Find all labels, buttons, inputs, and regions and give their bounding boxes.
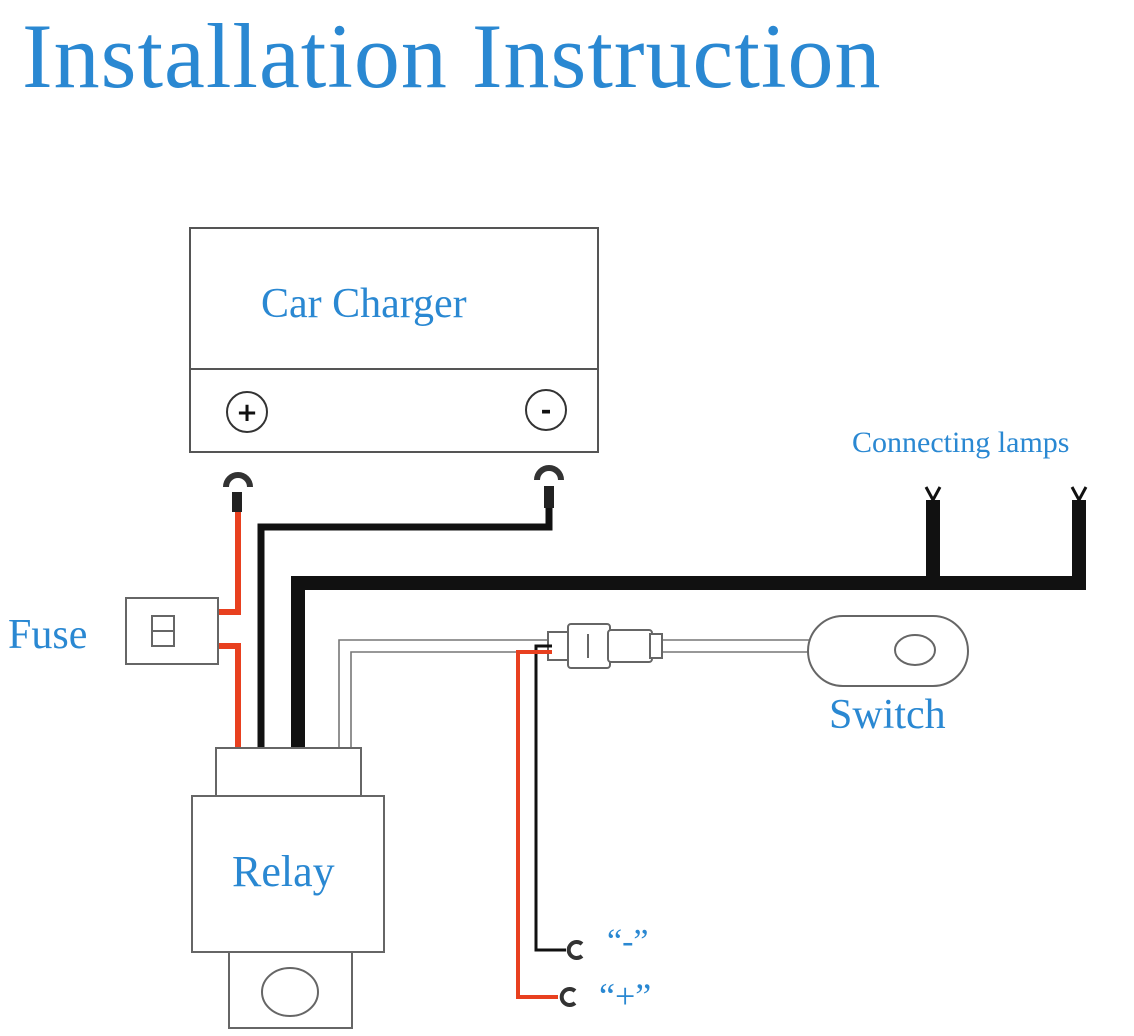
fuse-label: Fuse <box>8 612 88 658</box>
connecting-lamps-label: Connecting lamps <box>852 426 1070 459</box>
negative-lead-label: “-” <box>607 923 649 960</box>
positive-terminal-symbol: + <box>236 398 258 428</box>
switch-icon <box>807 615 969 687</box>
lamp-output-wire <box>291 500 1086 748</box>
switch-label: Switch <box>829 692 946 738</box>
negative-terminal-symbol: - <box>541 396 552 426</box>
relay-box <box>191 747 385 1029</box>
switch-connector-icon <box>547 623 663 669</box>
positive-terminal-icon: + <box>226 391 268 433</box>
positive-red-wire <box>217 512 241 748</box>
lamp-connector-icon <box>924 486 1088 504</box>
page-title: Installation Instruction <box>22 5 882 107</box>
switch-wire <box>338 639 810 748</box>
negative-lead-wire <box>534 644 566 952</box>
negative-black-wire <box>257 508 553 748</box>
negative-lead-ring-icon <box>566 940 584 960</box>
positive-lead-ring-icon <box>559 987 577 1007</box>
negative-ring-connector-icon <box>534 465 564 508</box>
car-charger-label: Car Charger <box>261 281 467 327</box>
fuse-icon <box>125 597 219 665</box>
positive-ring-connector-icon <box>223 472 253 512</box>
positive-lead-wire <box>516 650 558 999</box>
relay-label: Relay <box>232 847 335 896</box>
negative-terminal-icon: - <box>525 389 567 431</box>
positive-lead-label: “+” <box>599 976 652 1016</box>
car-charger-box <box>189 227 599 453</box>
